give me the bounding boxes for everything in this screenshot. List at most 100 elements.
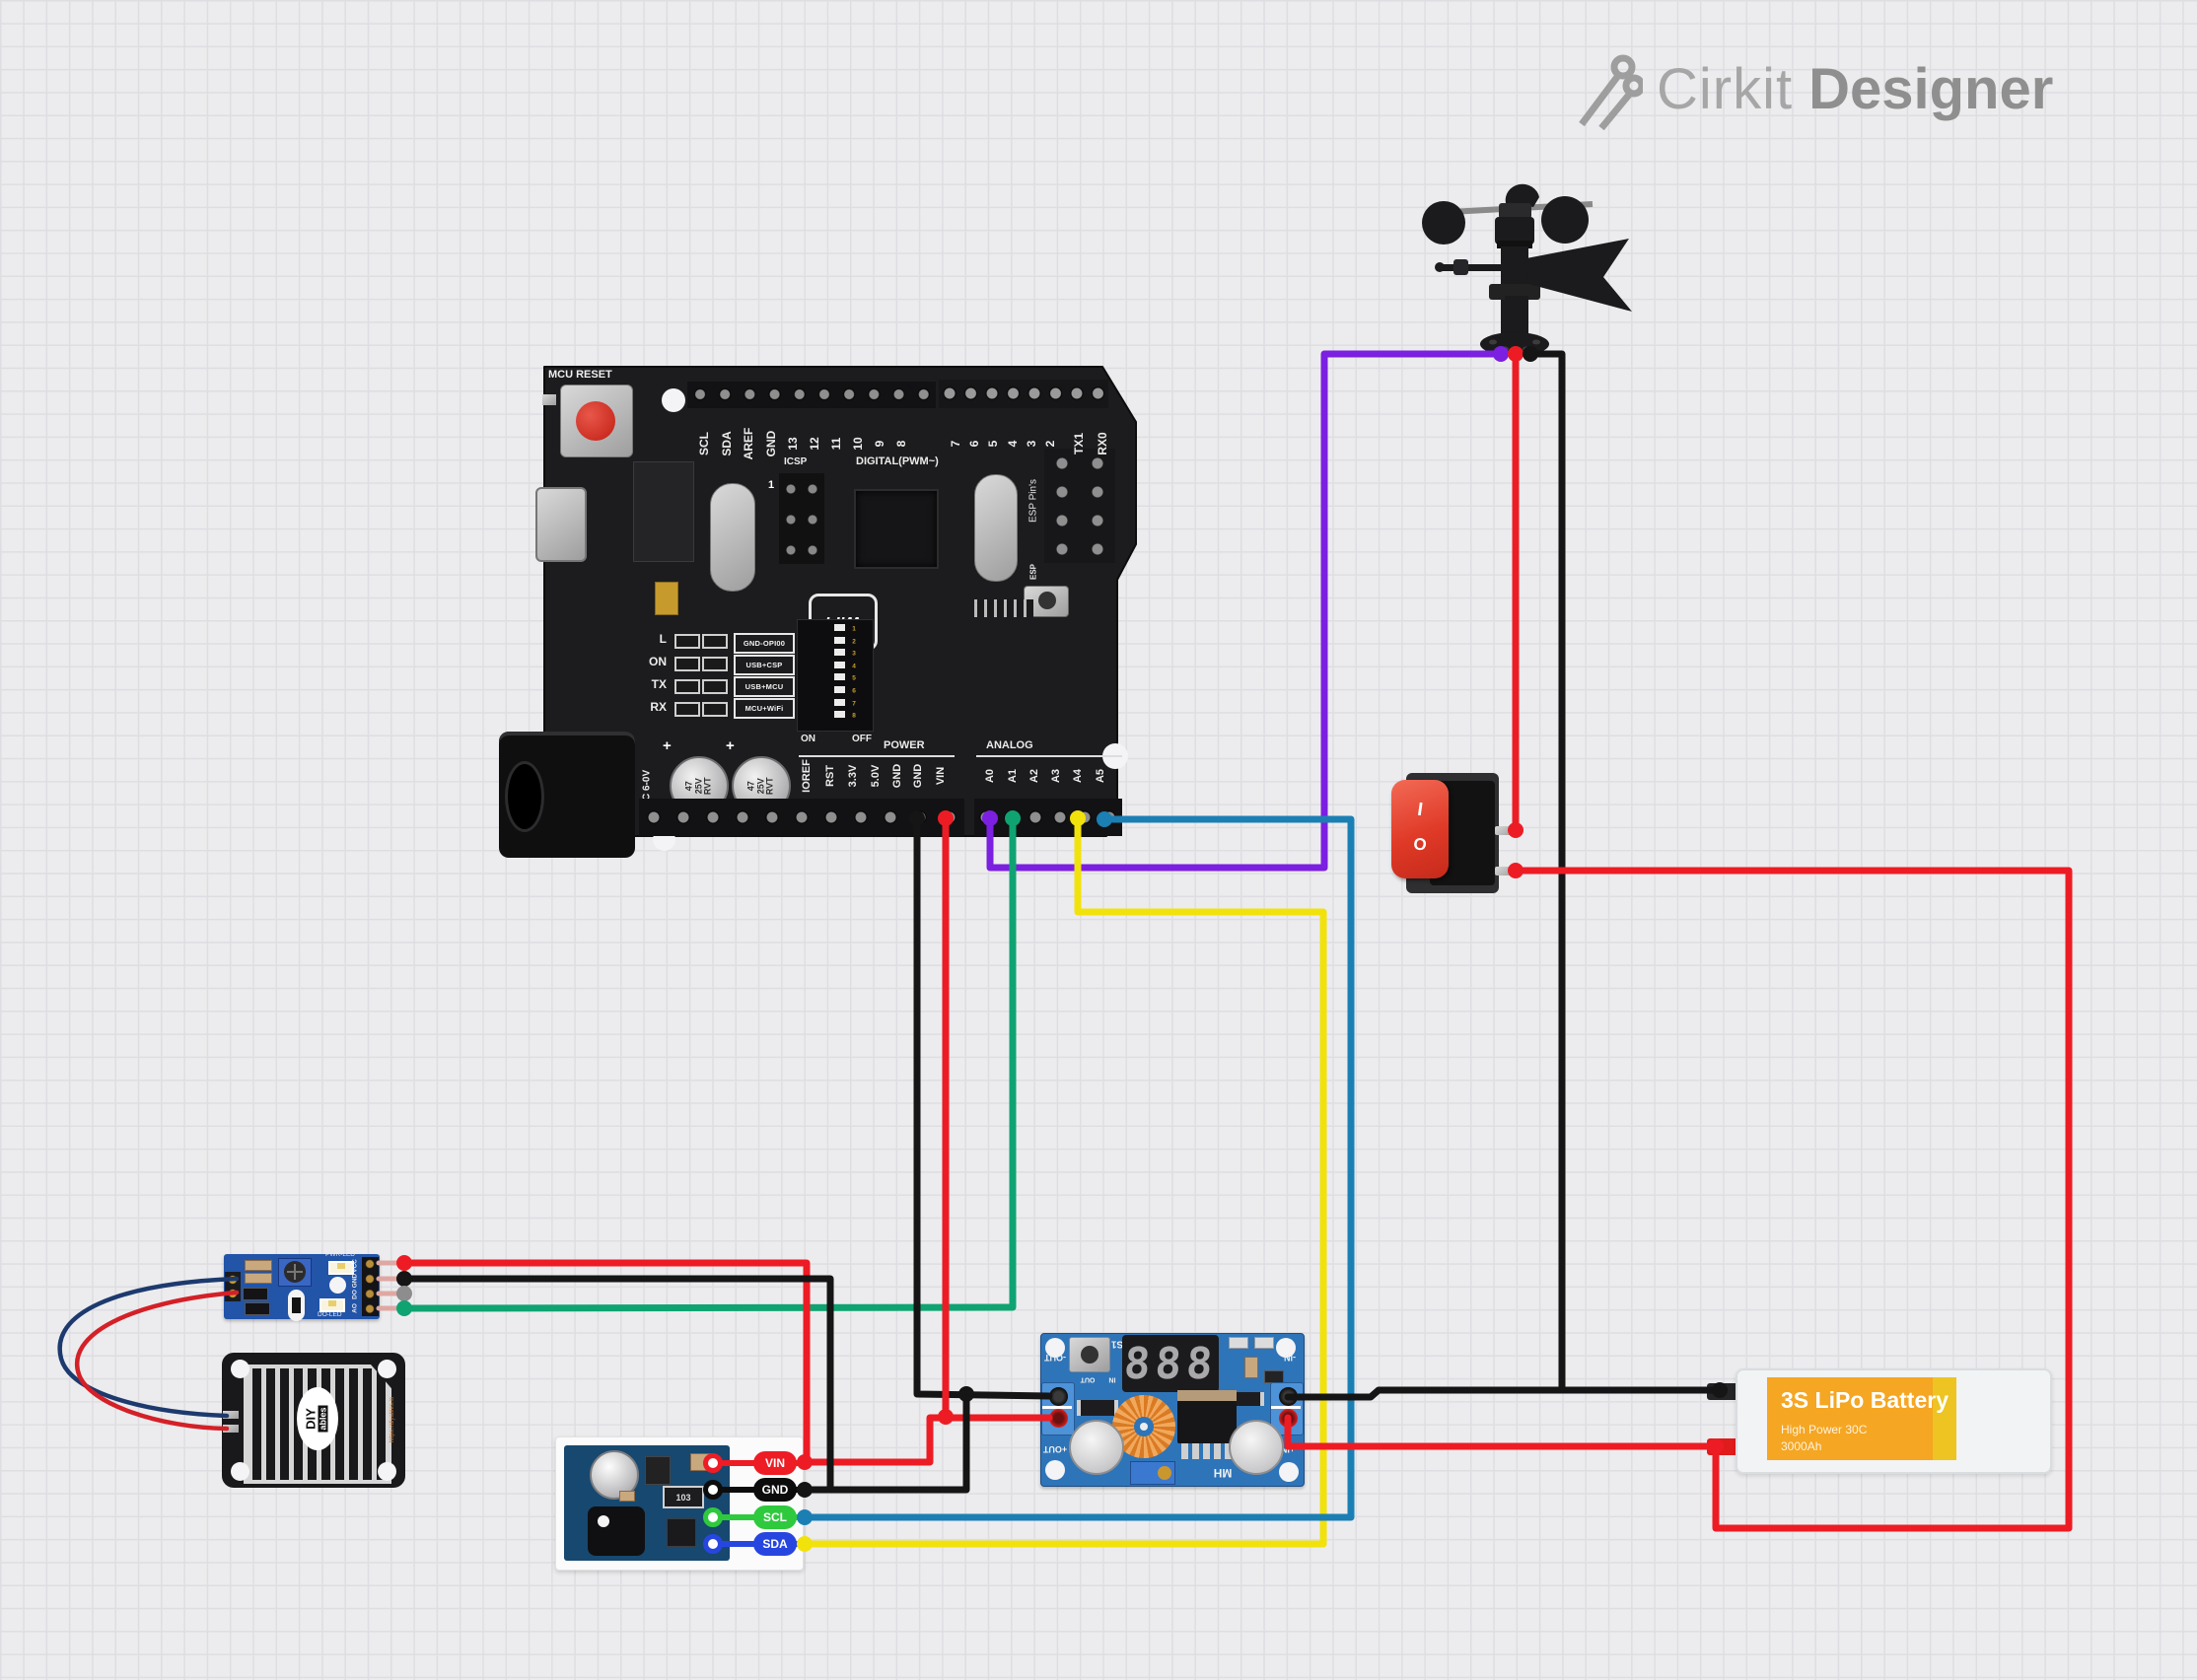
wire-buck-in-minus-to-battery-minus[interactable] [1284, 1386, 1724, 1401]
buck-capacitor-left [1069, 1420, 1124, 1475]
terminal-divider [1271, 1406, 1301, 1409]
wire-plate-wire-red[interactable] [75, 1290, 240, 1432]
buck-capacitor-right [1229, 1420, 1284, 1475]
wire-terminal-dot[interactable] [1508, 346, 1524, 362]
wire-a4-to-sensor-sda[interactable] [801, 814, 1327, 1548]
arduino-dip-toggle[interactable] [834, 686, 845, 693]
buck-out-minus-screw[interactable] [1049, 1387, 1068, 1406]
wire-terminal-dot[interactable] [1508, 863, 1524, 878]
wire-plate-wire-dark[interactable] [57, 1276, 240, 1419]
wire-terminal-dot[interactable] [797, 1454, 813, 1470]
env-pin-ring-VIN[interactable] [703, 1453, 723, 1473]
buck-trimmer[interactable] [1130, 1461, 1175, 1485]
wire-a5-to-sensor-scl[interactable] [801, 815, 1355, 1521]
rain-plate-pin-top[interactable] [223, 1411, 239, 1419]
buck-display: 888 [1122, 1335, 1219, 1392]
env-pin-ring-SCL[interactable] [703, 1507, 723, 1527]
wire-terminal-dot[interactable] [938, 1409, 954, 1425]
wire-sensor-gnd-to-buck-out-minus[interactable] [801, 1390, 970, 1494]
env-pin-ring-SDA[interactable] [703, 1534, 723, 1554]
rain-module-comparator [288, 1290, 305, 1321]
wire-terminal-dot[interactable] [396, 1300, 412, 1316]
wire-terminal-dot[interactable] [797, 1509, 813, 1525]
wire-terminal-dot[interactable] [396, 1255, 412, 1271]
env-pin-pill-VIN[interactable]: VIN [753, 1451, 797, 1475]
rain-module-potentiometer[interactable] [278, 1258, 312, 1287]
arduino-dc-jack-opening [505, 761, 544, 832]
arduino-dip-toggle[interactable] [834, 636, 845, 644]
wire-terminal-dot[interactable] [938, 810, 954, 826]
arduino-dip-toggle[interactable] [834, 673, 845, 681]
wire-terminal-dot[interactable] [396, 1271, 412, 1287]
arduino-dip-toggle[interactable] [834, 711, 845, 719]
rain-do-led-label: DO-LED [318, 1311, 342, 1318]
arduino-crystal-left [710, 483, 755, 592]
rain-module-pin-header[interactable] [362, 1257, 379, 1316]
env-pin-pill-SCL[interactable]: SCL [753, 1505, 797, 1529]
env-pin-label-GND: GND [761, 1483, 789, 1497]
wire-terminal-dot[interactable] [1712, 1382, 1728, 1398]
buck-s1-button[interactable] [1069, 1337, 1110, 1372]
buck-hole [1045, 1338, 1065, 1358]
arduino-led-label-L: L [659, 632, 667, 646]
arduino-esp-header[interactable] [1044, 449, 1115, 563]
arduino-usb-port[interactable] [535, 487, 587, 562]
wire-a0-to-anemometer-signal[interactable] [986, 350, 1505, 872]
wire-terminal-dot[interactable] [1070, 810, 1086, 826]
arduino-icsp-header[interactable] [779, 473, 824, 564]
wire-buck-in-plus-to-battery-plus[interactable] [1284, 1414, 1720, 1450]
env-sensor-chip [588, 1506, 645, 1556]
env-sensor-resistor-network: 103 [663, 1486, 704, 1508]
arduino-led-indicator [674, 679, 700, 694]
arduino-digital-header-left[interactable] [687, 382, 936, 408]
rocker-switch-rocker[interactable]: I O [1391, 780, 1449, 878]
wire-sensor-vin-to-buck-out-plus[interactable] [801, 1414, 1053, 1466]
wire-terminal-dot[interactable] [1005, 810, 1021, 826]
wire-terminal-dot[interactable] [797, 1482, 813, 1498]
switch-terminal-top[interactable] [1495, 826, 1515, 835]
arduino-reset-button-cap[interactable] [576, 401, 615, 441]
wire-terminal-dot[interactable] [396, 1286, 412, 1301]
arduino-dip-numbers: 1 2 3 4 5 6 7 8 [852, 625, 856, 720]
wire-terminal-dot[interactable] [797, 1536, 813, 1552]
battery-title: 3S LiPo Battery [1781, 1387, 1949, 1413]
rain-plate-hole [231, 1462, 249, 1481]
anemometer[interactable] [1422, 183, 1632, 356]
wire-terminal-dot[interactable] [1523, 346, 1538, 362]
rain-plate-pin-bottom[interactable] [223, 1425, 239, 1433]
env-pin-label-SDA: SDA [762, 1537, 788, 1551]
arduino-led-indicator [702, 634, 728, 649]
env-pin-ring-GND[interactable] [703, 1480, 723, 1500]
env-pin-pill-SDA[interactable]: SDA [753, 1532, 797, 1556]
pot-slot [294, 1264, 296, 1280]
rain-pwr-led [328, 1261, 354, 1275]
wire-terminal-dot[interactable] [1508, 822, 1524, 838]
arduino-icsp-label: ICSP [784, 456, 808, 467]
wire-switch-to-battery-plus[interactable] [1512, 867, 2073, 1532]
wire-terminal-dot[interactable] [982, 810, 998, 826]
wire-terminal-dot[interactable] [1493, 346, 1509, 362]
env-pin-pill-GND[interactable]: GND [753, 1478, 797, 1502]
wire-terminal-dot[interactable] [909, 810, 925, 826]
arduino-mcu-chip [854, 489, 939, 569]
wire-rain-vcc-to-sensor-vin[interactable] [400, 1259, 811, 1466]
wire-terminal-dot[interactable] [1097, 811, 1112, 827]
wire-gnd-to-buck-out-minus[interactable] [913, 814, 1053, 1400]
battery-line2: 3000Ah [1781, 1439, 1822, 1453]
arduino-digital-header-right[interactable] [939, 380, 1108, 408]
rain-module-smd [243, 1288, 268, 1300]
arduino-dip-toggle[interactable] [834, 698, 845, 706]
wire-terminal-dot[interactable] [1708, 1438, 1724, 1454]
arduino-dip-toggle[interactable] [834, 624, 845, 631]
led-die [328, 1300, 336, 1306]
arduino-dip-on-label: ON [801, 734, 815, 744]
arduino-dip-toggle[interactable] [834, 649, 845, 657]
arduino-dip-toggle[interactable] [834, 661, 845, 668]
switch-terminal-bottom[interactable] [1495, 867, 1515, 875]
wire-terminal-dot[interactable] [958, 1386, 974, 1402]
rain-plate-hole [378, 1462, 396, 1481]
buck-out-plus-screw[interactable] [1049, 1409, 1068, 1428]
wire-a1-to-rain-ao[interactable] [400, 814, 1017, 1312]
env-sensor-sot23 [645, 1456, 671, 1485]
